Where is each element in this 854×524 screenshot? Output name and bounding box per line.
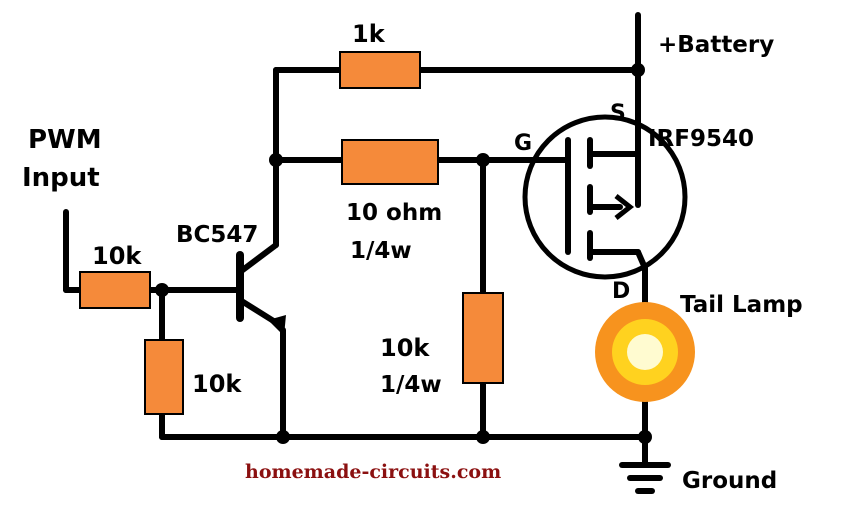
resistor-gate-pulldown	[462, 292, 504, 384]
mosfet-irf9540	[522, 114, 688, 280]
transistor-label: BC547	[176, 222, 258, 248]
pwm-label-line1: PWM	[28, 125, 102, 155]
resistor-base	[79, 271, 151, 309]
resistor-10-ohm	[341, 139, 439, 185]
resistor-gate-pulldown-label-line1: 10k	[380, 334, 430, 362]
mosfet-label: IRF9540	[648, 126, 754, 152]
resistor-1k	[339, 51, 421, 89]
junction-dots	[155, 63, 652, 444]
resistor-gate-pulldown-label-line2: 1/4w	[380, 372, 442, 398]
resistor-10-ohm-label-line1: 10 ohm	[346, 200, 442, 226]
website-credit: homemade-circuits.com	[245, 461, 501, 483]
transistor-bc547	[236, 251, 286, 336]
mosfet-pin-s: S	[610, 101, 626, 126]
resistor-base-pulldown	[144, 339, 184, 415]
tail-lamp-label: Tail Lamp	[680, 292, 803, 318]
pwm-label-line2: Input	[22, 163, 100, 193]
resistor-10-ohm-label-line2: 1/4w	[350, 238, 412, 264]
ground-label: Ground	[682, 468, 777, 494]
resistor-1k-label: 1k	[352, 20, 386, 48]
mosfet-pin-d: D	[612, 279, 630, 304]
resistor-base-pulldown-label: 10k	[192, 370, 242, 398]
resistor-base-label: 10k	[92, 242, 142, 270]
tail-lamp	[595, 302, 695, 402]
battery-label: +Battery	[658, 32, 774, 58]
mosfet-pin-g: G	[514, 131, 532, 156]
